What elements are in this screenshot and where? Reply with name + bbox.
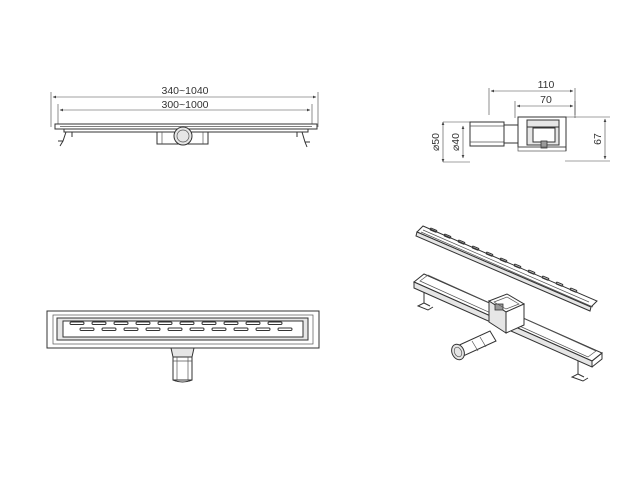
grate-slots <box>69 321 293 331</box>
dim-grate-length: 300~1000 <box>57 99 313 125</box>
isometric-view <box>413 225 603 382</box>
iso-channel <box>413 273 603 382</box>
grate-length-label: 300~1000 <box>161 99 208 111</box>
outlet-body-label: 70 <box>540 94 552 106</box>
overall-length-label: 340~1040 <box>161 85 208 97</box>
top-view <box>46 310 320 383</box>
iso-grate <box>415 225 598 312</box>
front-view: 340~1040 300~1000 <box>50 85 319 148</box>
outlet-pipe-end <box>173 126 193 146</box>
inner-diameter-label: ⌀40 <box>450 133 462 151</box>
top-view-outlet <box>170 347 195 383</box>
dim-overall-length: 340~1040 <box>50 85 319 127</box>
channel-side-profile <box>54 123 318 148</box>
height-label: 67 <box>592 133 604 145</box>
outer-diameter-label: ⌀50 <box>430 133 442 151</box>
outlet-total-label: 110 <box>538 79 555 91</box>
side-section-view: 110 70 67 ⌀50 ⌀40 <box>430 79 610 163</box>
